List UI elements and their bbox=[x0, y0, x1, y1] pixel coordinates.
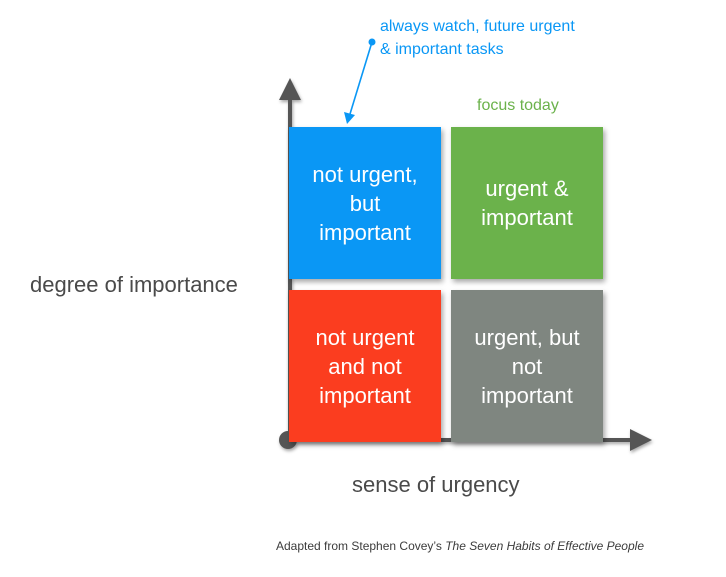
y-axis-arrowhead bbox=[279, 78, 301, 100]
quadrant-urgent-not-important: urgent, but not important bbox=[451, 290, 603, 442]
annotation-pointer-line bbox=[349, 41, 373, 115]
annotation-pointer-arrowhead bbox=[344, 112, 355, 124]
x-axis-arrowhead bbox=[630, 429, 652, 451]
focus-today-label: focus today bbox=[477, 97, 559, 114]
source-credit-prefix: Adapted from Stephen Covey’s bbox=[276, 539, 446, 553]
quadrant-not-urgent-not-important: not urgent and not important bbox=[289, 290, 441, 442]
quadrant-urgent-important: urgent & important bbox=[451, 127, 603, 279]
always-watch-annotation: always watch, future urgent & important … bbox=[380, 18, 575, 58]
annotation-pointer-dot bbox=[368, 38, 376, 46]
source-credit: Adapted from Stephen Covey’s The Seven H… bbox=[276, 539, 644, 553]
quadrant-not-urgent-important: not urgent, but important bbox=[289, 127, 441, 279]
x-axis-label: sense of urgency bbox=[352, 472, 520, 497]
book-title: The Seven Habits of Effective People bbox=[445, 539, 644, 553]
y-axis-label: degree of importance bbox=[30, 272, 238, 297]
